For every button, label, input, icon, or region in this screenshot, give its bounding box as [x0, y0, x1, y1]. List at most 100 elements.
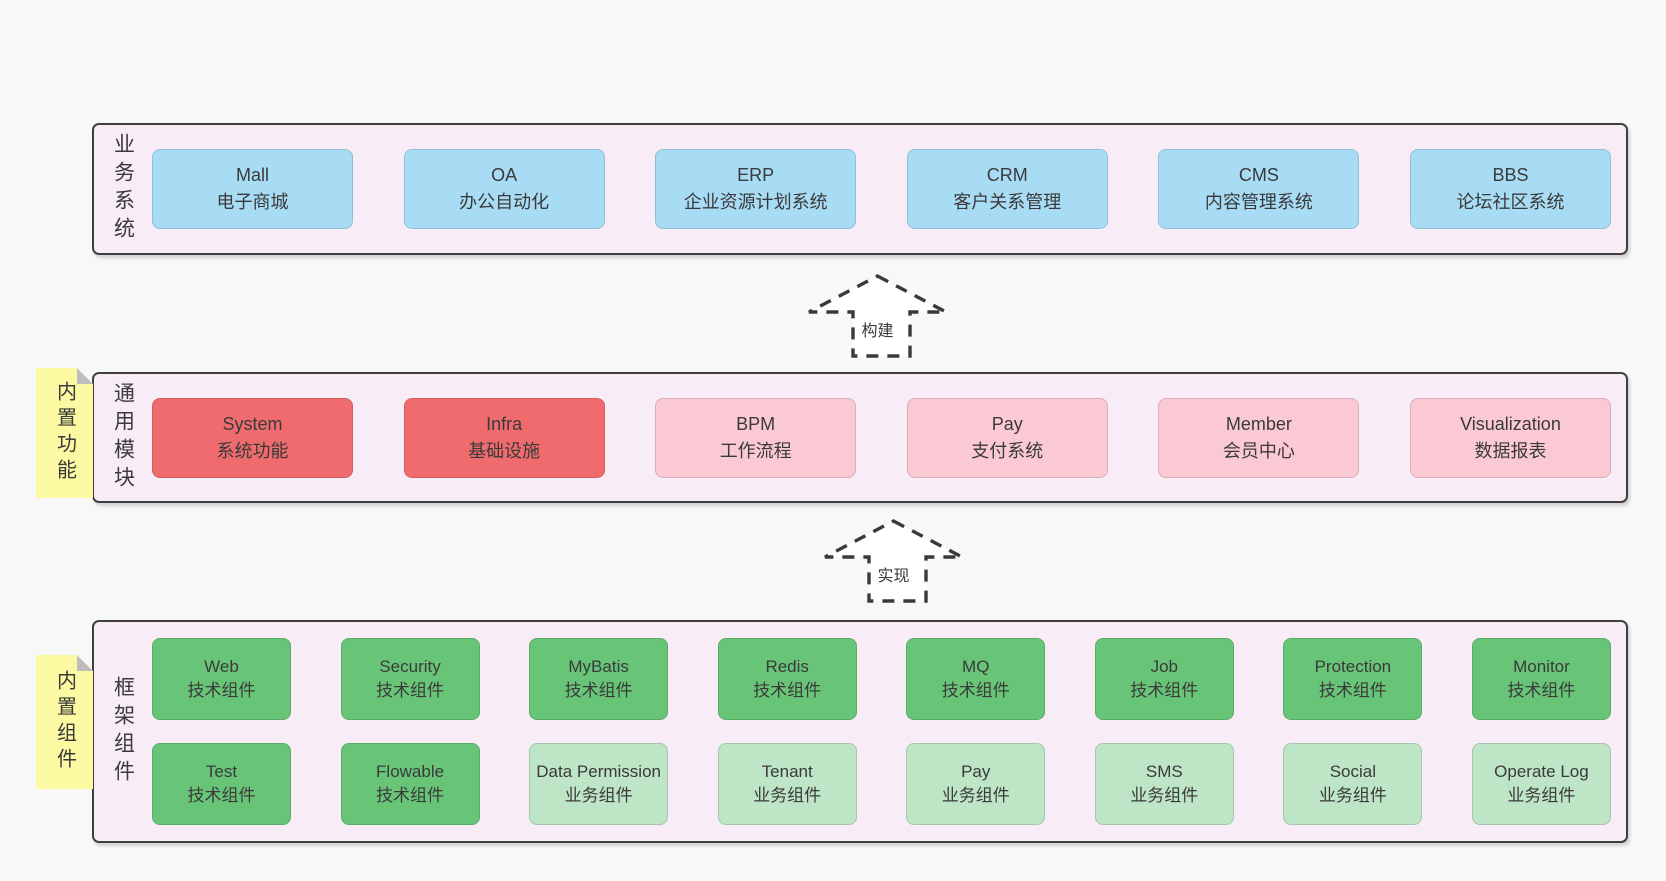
common-modules-row: System 系统功能 Infra 基础设施 BPM 工作流程 Pay 支付系统… — [152, 374, 1626, 501]
box-title: Test — [205, 762, 238, 781]
box-crm: CRM 客户关系管理 — [906, 149, 1108, 229]
box-title: CMS — [1238, 165, 1279, 185]
box-subtitle: 技术组件 — [187, 786, 256, 805]
arrow-build: 构建 — [807, 274, 948, 358]
box-title: Data Permission — [536, 762, 661, 781]
components-row-2: Test 技术组件 Flowable 技术组件 Data Permission … — [152, 743, 1611, 825]
box-title: Protection — [1314, 657, 1392, 676]
box-monitor: Monitor 技术组件 — [1471, 638, 1611, 720]
box-erp: ERP 企业资源计划系统 — [655, 149, 857, 229]
box-subtitle: 技术组件 — [1507, 681, 1576, 700]
box-operate-log: Operate Log 业务组件 — [1471, 743, 1611, 825]
box-subtitle: 办公自动化 — [459, 192, 550, 212]
box-title: SMS — [1145, 762, 1183, 781]
box-title: Mall — [235, 165, 269, 185]
box-title: Web — [204, 657, 239, 676]
box-subtitle: 基础设施 — [468, 440, 541, 461]
box-subtitle: 业务组件 — [941, 786, 1010, 805]
arrow-label-build: 构建 — [858, 317, 897, 341]
box-subtitle: 技术组件 — [941, 681, 1010, 700]
box-title: Member — [1225, 413, 1292, 434]
box-bpm: BPM 工作流程 — [655, 397, 857, 478]
box-security: Security 技术组件 — [340, 638, 480, 720]
box-title: Job — [1150, 657, 1179, 676]
side-label-business-systems: 业务系统 — [111, 133, 135, 245]
box-subtitle: 论坛社区系统 — [1456, 192, 1565, 212]
box-title: Flowable — [376, 762, 445, 781]
box-job: Job 技术组件 — [1094, 638, 1234, 720]
box-subtitle: 会员中心 — [1222, 440, 1295, 461]
arrow-implement: 实现 — [823, 519, 964, 603]
box-title: Pay — [991, 413, 1023, 434]
box-subtitle: 业务组件 — [753, 786, 822, 805]
box-cms: CMS 内容管理系统 — [1158, 149, 1360, 229]
box-bbs: BBS 论坛社区系统 — [1409, 149, 1611, 229]
sticky-note-built-in-components: 内置组件 — [36, 655, 93, 789]
box-subtitle: 技术组件 — [1318, 681, 1387, 700]
box-mall: Mall 电子商城 — [152, 149, 353, 229]
box-subtitle: 客户关系管理 — [953, 192, 1062, 212]
box-subtitle: 技术组件 — [187, 681, 256, 700]
box-title: Pay — [961, 762, 991, 781]
box-pay-module: Pay 支付系统 — [906, 397, 1108, 478]
box-subtitle: 技术组件 — [376, 681, 445, 700]
box-subtitle: 企业资源计划系统 — [683, 192, 828, 212]
box-infra: Infra 基础设施 — [403, 397, 605, 478]
box-title: MyBatis — [568, 657, 629, 676]
box-social: Social 业务组件 — [1283, 743, 1423, 825]
box-title: BPM — [736, 413, 776, 434]
box-tenant: Tenant 业务组件 — [717, 743, 857, 825]
box-oa: OA 办公自动化 — [403, 149, 605, 229]
box-subtitle: 数据报表 — [1474, 440, 1547, 461]
side-label-framework-components: 框架组件 — [111, 675, 135, 788]
box-title: Monitor — [1513, 657, 1570, 676]
box-subtitle: 工作流程 — [719, 440, 792, 461]
business-systems-row: Mall 电子商城 OA 办公自动化 ERP 企业资源计划系统 CRM 客户关系… — [152, 125, 1626, 253]
box-title: Operate Log — [1494, 762, 1589, 781]
side-label-common-modules: 通用模块 — [111, 381, 135, 494]
box-title: MQ — [962, 657, 990, 676]
box-title: Infra — [486, 413, 523, 434]
box-sms: SMS 业务组件 — [1094, 743, 1234, 825]
box-title: BBS — [1492, 165, 1529, 185]
box-subtitle: 业务组件 — [564, 786, 633, 805]
box-web: Web 技术组件 — [152, 638, 291, 720]
box-mybatis: MyBatis 技术组件 — [529, 638, 669, 720]
box-test: Test 技术组件 — [152, 743, 291, 825]
components-row-1: Web 技术组件 Security 技术组件 MyBatis 技术组件 Redi… — [152, 638, 1611, 720]
box-member: Member 会员中心 — [1158, 397, 1360, 478]
box-title: CRM — [986, 165, 1028, 185]
sticky-note-built-in-features: 内置功能 — [36, 368, 93, 498]
box-mq: MQ 技术组件 — [906, 638, 1046, 720]
box-protection: Protection 技术组件 — [1283, 638, 1423, 720]
section-framework-components: 框架组件 Web 技术组件 Security 技术组件 MyBatis 技术组件… — [92, 620, 1628, 843]
box-subtitle: 业务组件 — [1130, 786, 1199, 805]
up-arrow-icon — [808, 274, 947, 358]
box-subtitle: 内容管理系统 — [1204, 192, 1313, 212]
up-arrow-icon — [824, 519, 963, 603]
box-title: Redis — [765, 657, 809, 676]
box-subtitle: 技术组件 — [1130, 681, 1199, 700]
box-subtitle: 业务组件 — [1318, 786, 1387, 805]
box-visualization: Visualization 数据报表 — [1409, 397, 1611, 478]
box-title: Visualization — [1460, 413, 1561, 434]
box-subtitle: 技术组件 — [753, 681, 822, 700]
framework-components-rows: Web 技术组件 Security 技术组件 MyBatis 技术组件 Redi… — [152, 622, 1626, 841]
arrow-label-implement: 实现 — [874, 562, 913, 586]
box-title: Tenant — [761, 762, 813, 781]
section-common-modules: 通用模块 System 系统功能 Infra 基础设施 BPM 工作流程 Pay… — [92, 372, 1628, 503]
box-redis: Redis 技术组件 — [717, 638, 857, 720]
box-title: Social — [1329, 762, 1377, 781]
box-subtitle: 技术组件 — [376, 786, 445, 805]
box-title: ERP — [737, 165, 775, 185]
box-pay-component: Pay 业务组件 — [906, 743, 1046, 825]
box-title: Security — [379, 657, 441, 676]
box-title: OA — [491, 165, 518, 185]
section-business-systems: 业务系统 Mall 电子商城 OA 办公自动化 ERP 企业资源计划系统 CRM… — [92, 123, 1628, 255]
box-subtitle: 电子商城 — [216, 192, 289, 212]
box-subtitle: 业务组件 — [1507, 786, 1576, 805]
box-data-permission: Data Permission 业务组件 — [529, 743, 669, 825]
box-subtitle: 系统功能 — [216, 440, 289, 461]
box-flowable: Flowable 技术组件 — [340, 743, 480, 825]
box-system: System 系统功能 — [152, 397, 353, 478]
